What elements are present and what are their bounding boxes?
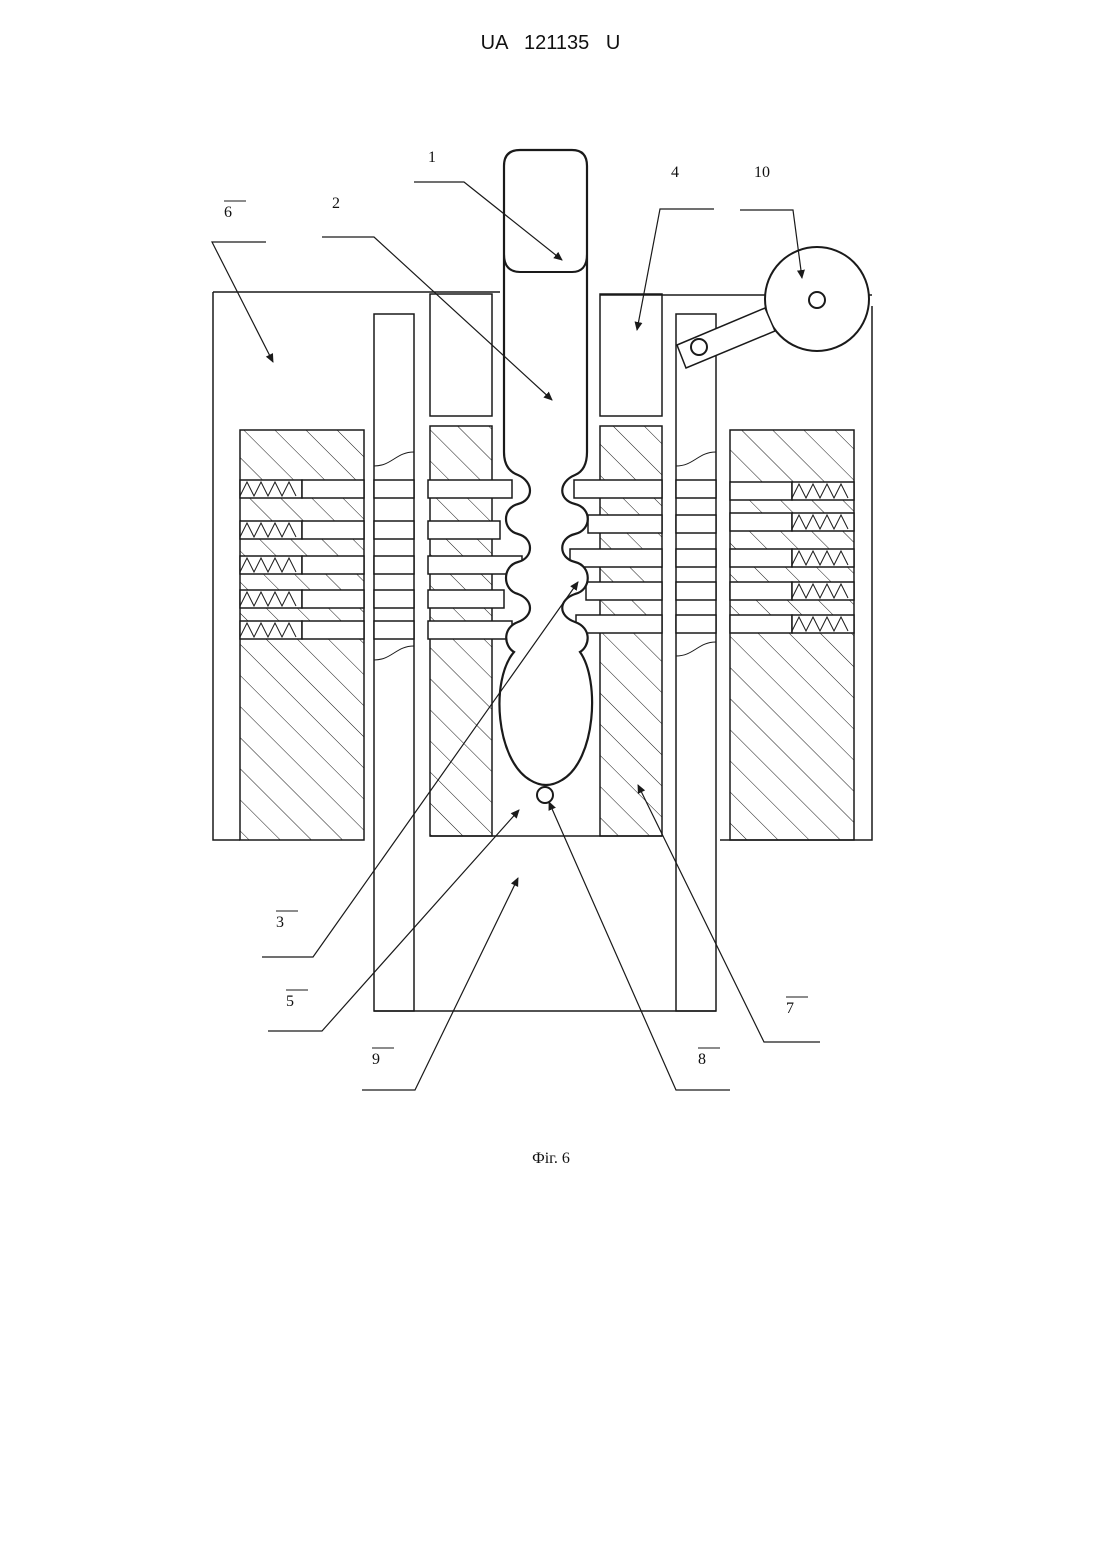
leader-9 (362, 878, 518, 1090)
label-10: 10 (754, 164, 770, 181)
leader-4 (637, 209, 714, 330)
figure-caption: Фіг. 6 (532, 1150, 570, 1167)
label-6: 6 (224, 204, 232, 221)
label-7: 7 (786, 1000, 794, 1017)
preform-body (499, 150, 592, 785)
upper-right-block (600, 294, 662, 416)
leader-8 (549, 802, 730, 1090)
left-inner-sleeve (374, 314, 414, 1011)
label-5: 5 (286, 993, 294, 1010)
label-8: 8 (698, 1051, 706, 1068)
upper-left-block (430, 294, 492, 416)
crank-arm (677, 308, 775, 368)
label-9: 9 (372, 1051, 380, 1068)
label-1: 1 (428, 149, 436, 166)
drive-wheel (765, 247, 869, 351)
label-2: 2 (332, 195, 340, 212)
label-3: 3 (276, 914, 284, 931)
right-inner-sleeve (676, 314, 716, 1011)
bottom-ball (537, 787, 553, 803)
label-4: 4 (671, 164, 679, 181)
leader-6 (212, 242, 273, 362)
